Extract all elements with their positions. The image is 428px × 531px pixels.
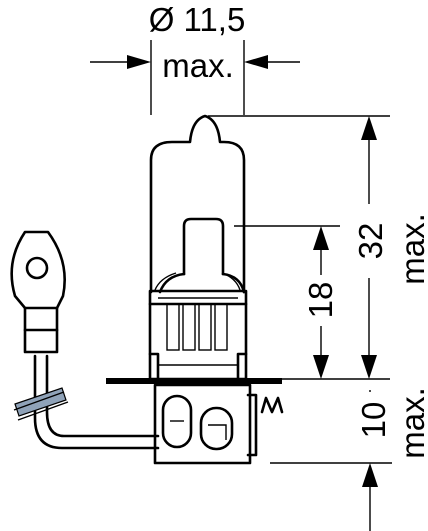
support-slots: [166, 303, 228, 351]
contact-pin: [161, 394, 193, 449]
overall-height-value: 32: [352, 223, 389, 260]
wire-connector-assembly: [10, 230, 160, 450]
base-tab: [260, 396, 284, 414]
base-height-dimension: 10 max.: [355, 387, 428, 531]
wire-sleeve: [14, 387, 67, 417]
overall-height-dimension: 32 max.: [352, 116, 428, 379]
diameter-value: Ø 11,5: [149, 1, 246, 38]
contact-pin: [199, 406, 234, 451]
diameter-qualifier: max.: [162, 47, 234, 84]
glass-envelope: [149, 114, 246, 294]
filament-tube: [182, 217, 225, 276]
connector-lug: [10, 230, 66, 310]
connector-wire: [33, 354, 160, 450]
diameter-dimension: Ø 11,5 max.: [90, 1, 300, 84]
bulb: [106, 114, 284, 465]
filament-height-value: 18: [302, 282, 339, 319]
base-height-qualifier: max.: [394, 387, 428, 459]
connector-hole: [25, 256, 49, 280]
filament-height-dimension: 18: [302, 226, 339, 379]
mounting-flange: [106, 378, 282, 384]
bulb-base: [153, 383, 252, 465]
overall-height-qualifier: max.: [394, 213, 428, 285]
extension-lines: [150, 40, 392, 464]
base-height-value: 10: [355, 402, 392, 439]
